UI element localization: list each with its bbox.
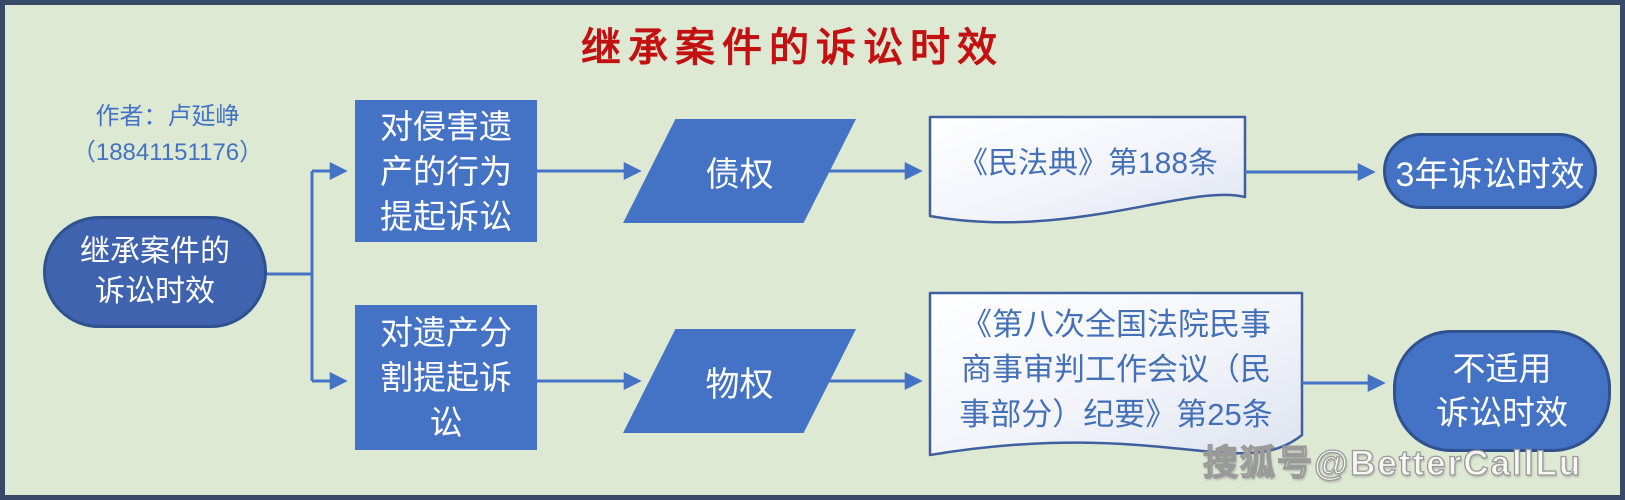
page-title: 继承案件的诉讼时效 bbox=[581, 24, 1004, 71]
author-phone: （18841151176） bbox=[71, 139, 264, 166]
watermark-sohu-account: 搜狐号@BetterCallLu bbox=[1202, 443, 1583, 483]
flow-node-root: 继承案件的 诉讼时效 bbox=[43, 216, 267, 328]
flow-node-legal-basis-top: 《民法典》第188条 bbox=[957, 147, 1219, 180]
author-name: 作者：卢延峥 bbox=[95, 103, 240, 130]
flow-node-action-top: 对侵害遗 产的行为 提起诉讼 bbox=[355, 100, 537, 242]
flow-node-result-top: 3年诉讼时效 bbox=[1383, 133, 1597, 209]
author-block: 作者：卢延峥 （18841151176） bbox=[60, 99, 275, 171]
flow-node-result-bottom: 不适用 诉讼时效 bbox=[1393, 330, 1611, 452]
document-shape-top bbox=[928, 115, 1247, 224]
document-shape-bottom bbox=[928, 291, 1304, 457]
flow-node-action-bottom: 对遗产分 割提起诉 讼 bbox=[355, 305, 537, 450]
connector-layer bbox=[261, 115, 1386, 457]
flow-node-legal-basis-bottom: 《第八次全国法院民事 商事审判工作会议（民 事部分）纪要》第25条 bbox=[959, 306, 1273, 432]
